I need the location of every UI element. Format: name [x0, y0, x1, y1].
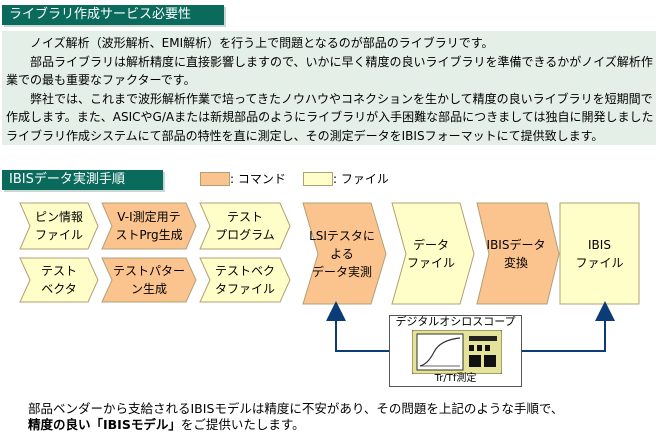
legend-file-label: : ファイル [333, 172, 389, 186]
section-title-library-service: ライブラリ作成サービス必要性 [2, 5, 224, 25]
intro-text-box: ノイズ解析（波形解析、EMI解析）を行う上で問題となるのが部品のライブラリです。… [2, 31, 656, 145]
arrow-osc-to-tester [326, 301, 389, 352]
legend-file: : ファイル [303, 170, 389, 188]
node-test-program: テスト プログラム [215, 210, 275, 242]
bottom-summary: 部品ベンダーから支給されるIBISモデルは精度に不安があり、その問題を上記のよう… [28, 401, 648, 433]
intro-paragraph-1: ノイズ解析（波形解析、EMI解析）を行う上で問題となるのが部品のライブラリです。 [30, 36, 494, 50]
node-ibis-convert-shape [476, 202, 560, 305]
node-lsi-tester: LSIテスタに よる データ実測 [309, 228, 375, 279]
node-test-vector-file-shape [199, 257, 291, 303]
oscilloscope-title: デジタルオシロスコープ [395, 315, 516, 328]
node-test-pattern-gen-shape [101, 257, 197, 303]
intro-paragraph-2: 部品ライブラリは解析精度に直接影響しますので、いかに早く精度の良いライブラリを準… [6, 54, 653, 88]
node-test-pattern-gen: テストパター ン生成 [112, 264, 185, 296]
oscilloscope-box: デジタルオシロスコープ Tr/Tf測定 [389, 315, 522, 387]
node-test-vector-shape [19, 257, 99, 303]
node-ibis-file: IBIS ファイル [575, 237, 624, 270]
node-data-file: データ ファイル [406, 237, 455, 270]
node-vi-prg-gen: V-I測定用テ ストPrg生成 [115, 210, 183, 242]
bottom-line-1: 部品ベンダーから支給されるIBISモデルは精度に不安があり、その問題を上記のよう… [28, 401, 564, 416]
node-test-vector-file: テストベク タファイル [214, 264, 275, 296]
legend-file-swatch [303, 172, 333, 186]
oscilloscope-label: Tr/Tf測定 [434, 373, 477, 384]
node-lsi-tester-shape [302, 202, 387, 305]
bottom-line-2-bold: 精度の良い「IBISモデル」 [28, 417, 181, 432]
node-vi-prg-gen-shape [101, 202, 197, 250]
section-title-ibis-procedure: IBISデータ実測手順 [2, 170, 163, 190]
node-test-program-shape [199, 202, 291, 250]
bottom-line-2: 精度の良い「IBISモデル」をご提供いたします。 [28, 417, 648, 433]
node-pin-info-file-shape [19, 202, 99, 250]
node-ibis-convert: IBISデータ 変換 [486, 237, 546, 270]
arrow-ibis-to-osc [522, 301, 615, 352]
legend-command-label: : コマンド [230, 172, 286, 186]
bottom-line-2-rest: をご提供いたします。 [180, 417, 305, 432]
node-data-file-shape [391, 202, 475, 305]
intro-paragraph-3: 弊社では、これまで波形解析作業で培ってきたノウハウやコネクションを生かして精度の… [6, 91, 654, 143]
node-test-vector: テスト ベクタ [40, 264, 77, 296]
node-ibis-file-shape [559, 202, 640, 305]
node-pin-info-file: ピン情報 ファイル [34, 210, 83, 242]
legend-command-swatch [200, 172, 230, 186]
legend-command: : コマンド [200, 170, 286, 188]
oscilloscope-icon [412, 330, 502, 374]
